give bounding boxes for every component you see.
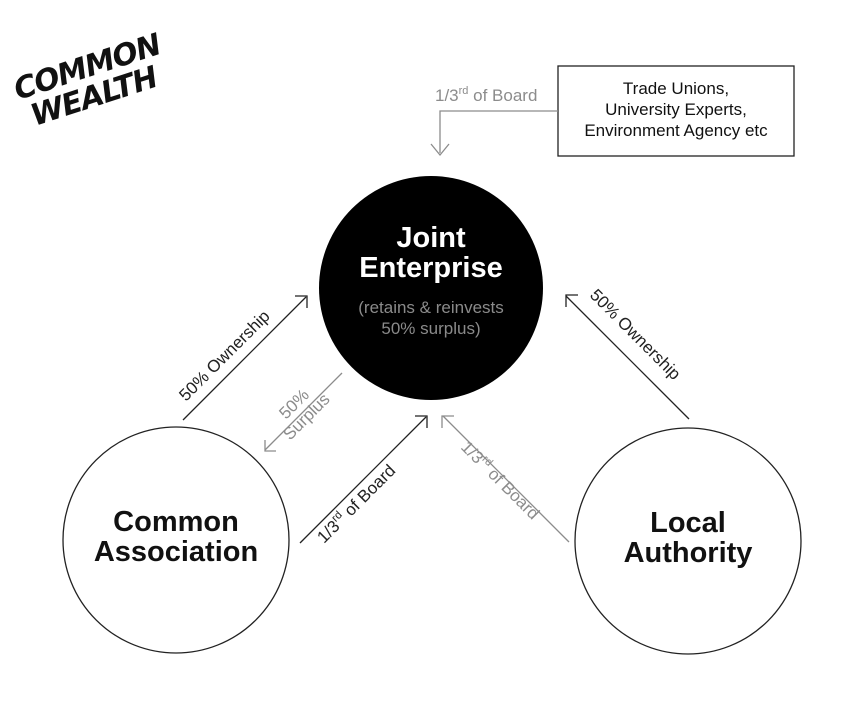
common-association-circle xyxy=(62,426,290,654)
common-board-arrowhead xyxy=(415,415,428,428)
surplus-line xyxy=(264,372,343,451)
board-members-line-1: Trade Unions, xyxy=(623,79,729,98)
common-association-title-2: Association xyxy=(94,536,258,568)
joint-enterprise-title-1: Joint xyxy=(396,222,466,254)
node-common-association: Common Association xyxy=(62,426,290,654)
local-ownership-arrowhead xyxy=(565,294,578,307)
edge-common-board: 1/3rd of Board xyxy=(299,415,428,547)
local-board-arrowhead xyxy=(441,415,454,428)
top-board-label: 1/3rd of Board xyxy=(435,85,537,105)
node-local-authority: Local Authority xyxy=(574,427,802,655)
edge-local-board: 1/3rd of Board xyxy=(441,415,570,543)
edge-top-board: 1/3rd of Board xyxy=(430,85,558,157)
local-authority-title-2: Authority xyxy=(624,537,753,569)
edge-local-ownership: 50% Ownership xyxy=(565,285,690,420)
common-board-line xyxy=(299,416,427,544)
common-ownership-line xyxy=(182,296,307,421)
board-members-line-2: University Experts, xyxy=(605,100,747,119)
commonwealth-logo: COMMON WEALTH xyxy=(10,27,166,134)
local-board-line xyxy=(442,415,570,543)
edge-surplus: 50% Surplus xyxy=(264,372,343,452)
board-members-line-3: Environment Agency etc xyxy=(584,121,768,140)
local-authority-circle xyxy=(574,427,802,655)
local-ownership-label: 50% Ownership xyxy=(586,285,684,383)
common-board-label: 1/3rd of Board xyxy=(313,460,400,547)
common-association-title-1: Common xyxy=(113,506,239,538)
common-ownership-label: 50% Ownership xyxy=(175,307,273,405)
joint-enterprise-title-2: Enterprise xyxy=(359,252,502,284)
joint-enterprise-circle xyxy=(319,176,543,400)
joint-enterprise-sub-2: 50% surplus) xyxy=(381,319,480,338)
board-members-rect xyxy=(557,65,795,157)
board-members-box: Trade Unions, University Experts, Enviro… xyxy=(557,65,795,157)
local-board-label: 1/3rd of Board xyxy=(457,437,544,524)
surplus-arrowhead xyxy=(264,440,276,452)
node-joint-enterprise: Joint Enterprise (retains & reinvests 50… xyxy=(319,176,543,400)
local-authority-title-1: Local xyxy=(650,507,726,539)
top-board-arrowhead xyxy=(430,143,450,157)
local-ownership-line xyxy=(565,295,690,420)
common-ownership-arrowhead xyxy=(295,295,308,308)
top-board-arrow-line xyxy=(439,110,558,153)
joint-enterprise-sub-1: (retains & reinvests xyxy=(358,298,504,317)
